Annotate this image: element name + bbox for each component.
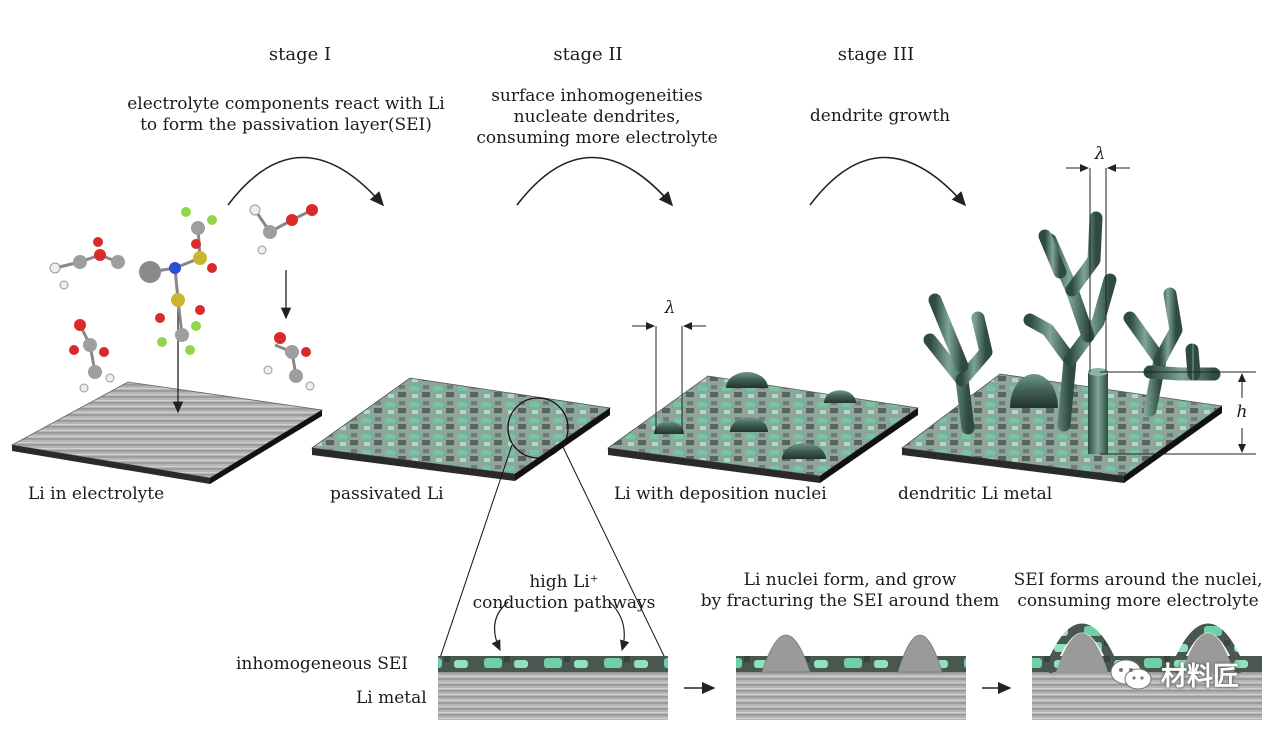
plate-4-label: dendritic Li metal [898, 484, 1053, 504]
cross-section-sei [438, 601, 668, 720]
watermark-text: 材料匠 [1160, 662, 1239, 692]
lambda-label-dendrite: λ [1094, 144, 1106, 164]
plate-3-label: Li with deposition nuclei [614, 484, 827, 504]
plate-2-label: passivated Li [330, 484, 444, 504]
watermark: 材料匠 [1109, 656, 1239, 693]
plate-1-label: Li in electrolyte [28, 484, 165, 504]
plate-dendritic [900, 164, 1256, 483]
stage-1-arrow [227, 156, 385, 207]
zoom-circle [507, 397, 569, 459]
stage-3-label: stage III [837, 44, 915, 65]
stage-1-description: electrolyte components react with Li to … [127, 94, 445, 135]
stage-1-label: stage I [268, 44, 332, 65]
stage-2-description: surface inhomogeneities nucleate dendrit… [476, 86, 718, 148]
plate-nuclei [606, 322, 920, 483]
stage-2-arrow [516, 156, 674, 207]
plate-passivated [310, 377, 666, 659]
plate-li-electrolyte [10, 270, 324, 484]
stage-2-label: stage II [553, 44, 623, 65]
metal-label: Li metal [356, 688, 427, 708]
dendrites [923, 211, 1221, 435]
lambda-label-nuclei: λ [664, 298, 676, 318]
atoms [49, 204, 318, 393]
sei-label: inhomogeneous SEI [236, 654, 408, 674]
height-label: h [1236, 402, 1248, 422]
cross-section-nuclei [736, 634, 966, 720]
step-2-caption: Li nuclei form, and grow by fracturing t… [700, 570, 1000, 611]
step-3-caption: SEI forms around the nuclei, consuming m… [1013, 570, 1263, 611]
stage-3-arrow [809, 156, 967, 207]
wechat-icon [1110, 659, 1152, 689]
pathways-label: high Li⁺ conduction pathways [472, 572, 656, 613]
stage-3-description: dendrite growth [809, 106, 951, 126]
